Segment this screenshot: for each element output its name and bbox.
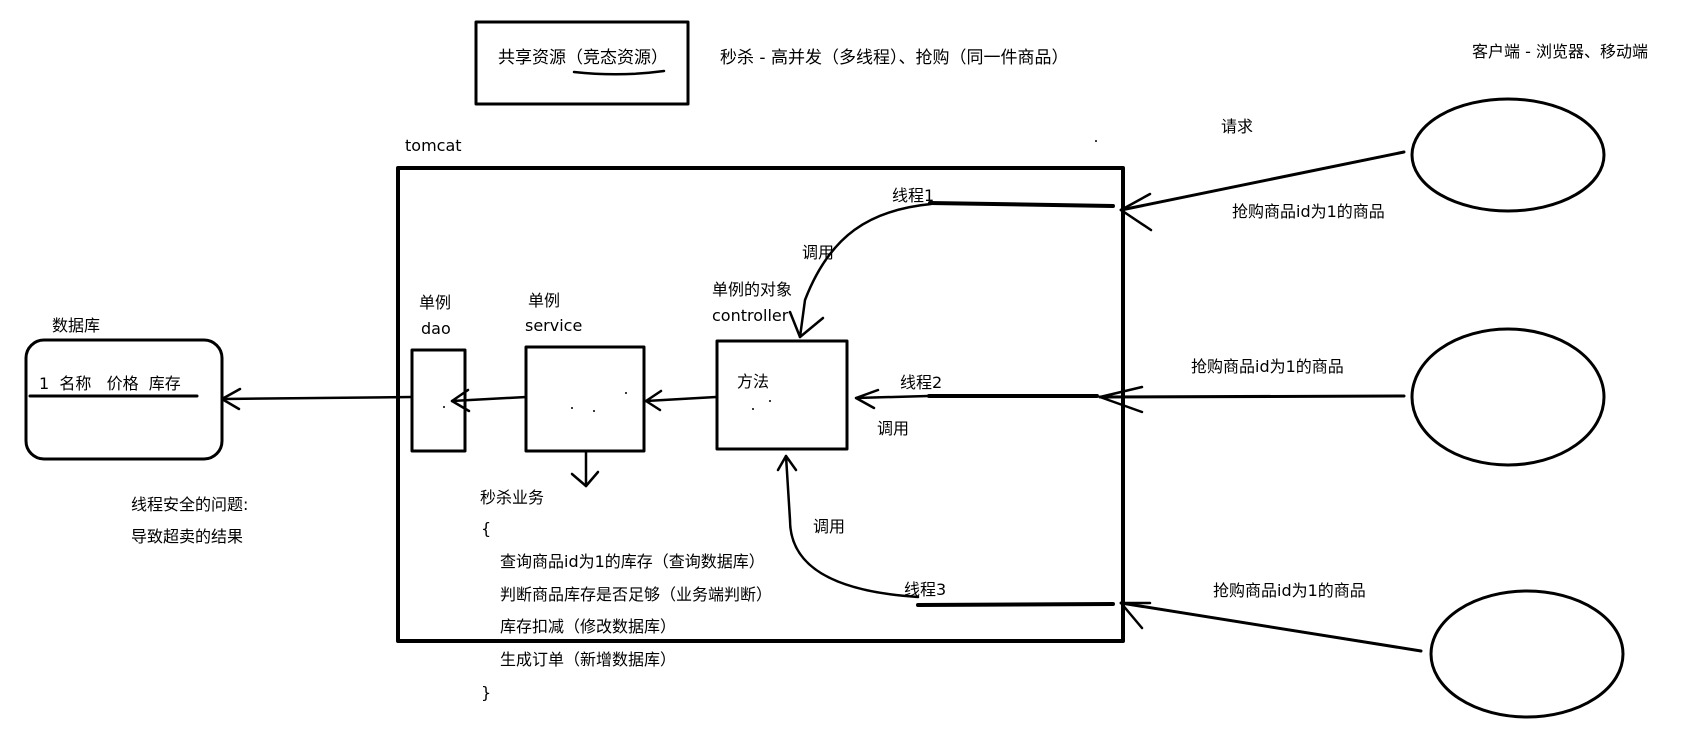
stray-dot [1095,140,1097,142]
controller-method-label: 方法 [737,372,770,391]
scenario-label: 秒杀 - 高并发（多线程）、抢购（同一件商品） [720,48,1069,68]
thread-1-label: 线程1 [892,186,935,205]
request-arrow-1-head [1119,192,1153,232]
service-box [524,345,646,453]
issue-line1: 线程安全的问题: [131,495,249,514]
call-arrow-3-head [776,454,798,472]
request-label: 请求 [1221,117,1254,136]
business-step-2: 判断商品库存是否足够（业务端判断） [500,585,773,604]
dao-label-line2: dao [421,319,451,338]
business-close-brace: } [481,683,492,702]
stray-dot [769,400,771,402]
call-arrow-2 [854,394,930,400]
controller-box [715,339,849,451]
request-arrow-3 [1119,601,1423,653]
issue-line2: 导致超卖的结果 [131,527,244,546]
controller-to-service-head [644,389,663,412]
stray-dot [443,406,445,408]
thread-3-label: 线程3 [904,580,947,599]
dao-to-database-head [220,387,242,411]
service-to-dao-arrow [450,395,528,403]
stray-dot [593,410,595,412]
request-text-1: 抢购商品id为1的商品 [1232,202,1385,221]
request-arrow-1 [1119,150,1406,212]
request-text-2: 抢购商品id为1的商品 [1191,357,1344,376]
dao-to-database-arrow [220,395,414,401]
request-arrow-2 [1098,394,1406,399]
call-arrow-2-head [854,388,880,410]
thread-line-3 [916,602,1115,607]
clients-title: 客户端 - 浏览器、移动端 [1472,42,1648,61]
thread-2-label: 线程2 [900,373,943,392]
client-ellipse-1 [1410,97,1606,213]
business-open-brace: { [481,519,492,538]
request-arrow-2-head [1098,385,1144,414]
controller-to-service-arrow [644,395,718,403]
underline-competition [572,69,666,76]
dao-label-line1: 单例 [419,293,452,312]
business-step-1: 查询商品id为1的库存（查询数据库） [500,552,765,571]
business-step-3: 库存扣减（修改数据库） [500,617,677,636]
database-row: 1 名称 价格 库存 [39,374,181,393]
client-ellipse-2 [1410,327,1606,467]
service-label-line2: service [525,316,583,335]
client-ellipse-3 [1429,589,1625,719]
tomcat-title: tomcat [405,136,462,155]
stray-dot [752,408,754,410]
call-label-3: 调用 [813,517,846,536]
database-box [24,338,224,461]
business-step-4: 生成订单（新增数据库） [500,650,677,669]
call-arrow-1-head [788,310,825,339]
stray-dot [571,407,573,409]
request-text-3: 抢购商品id为1的商品 [1213,581,1366,600]
service-label-line1: 单例 [528,291,561,310]
call-arrow-3 [784,454,920,599]
controller-label-line1: 单例的对象 [712,280,793,299]
service-to-dao-head [450,388,471,413]
controller-label-line2: controller [712,306,789,325]
call-arrow-1 [798,202,933,339]
stray-dot [625,392,627,394]
shared-resource-label: 共享资源（竞态资源） [498,48,668,68]
request-arrow-3-head [1119,601,1152,630]
shared-resource-box [474,20,690,106]
service-down-arrow-head [570,470,600,488]
call-label-1: 调用 [802,243,835,262]
call-label-2: 调用 [877,419,910,438]
business-title: 秒杀业务 [480,488,545,507]
database-title: 数据库 [52,316,101,335]
thread-line-1 [928,201,1115,208]
